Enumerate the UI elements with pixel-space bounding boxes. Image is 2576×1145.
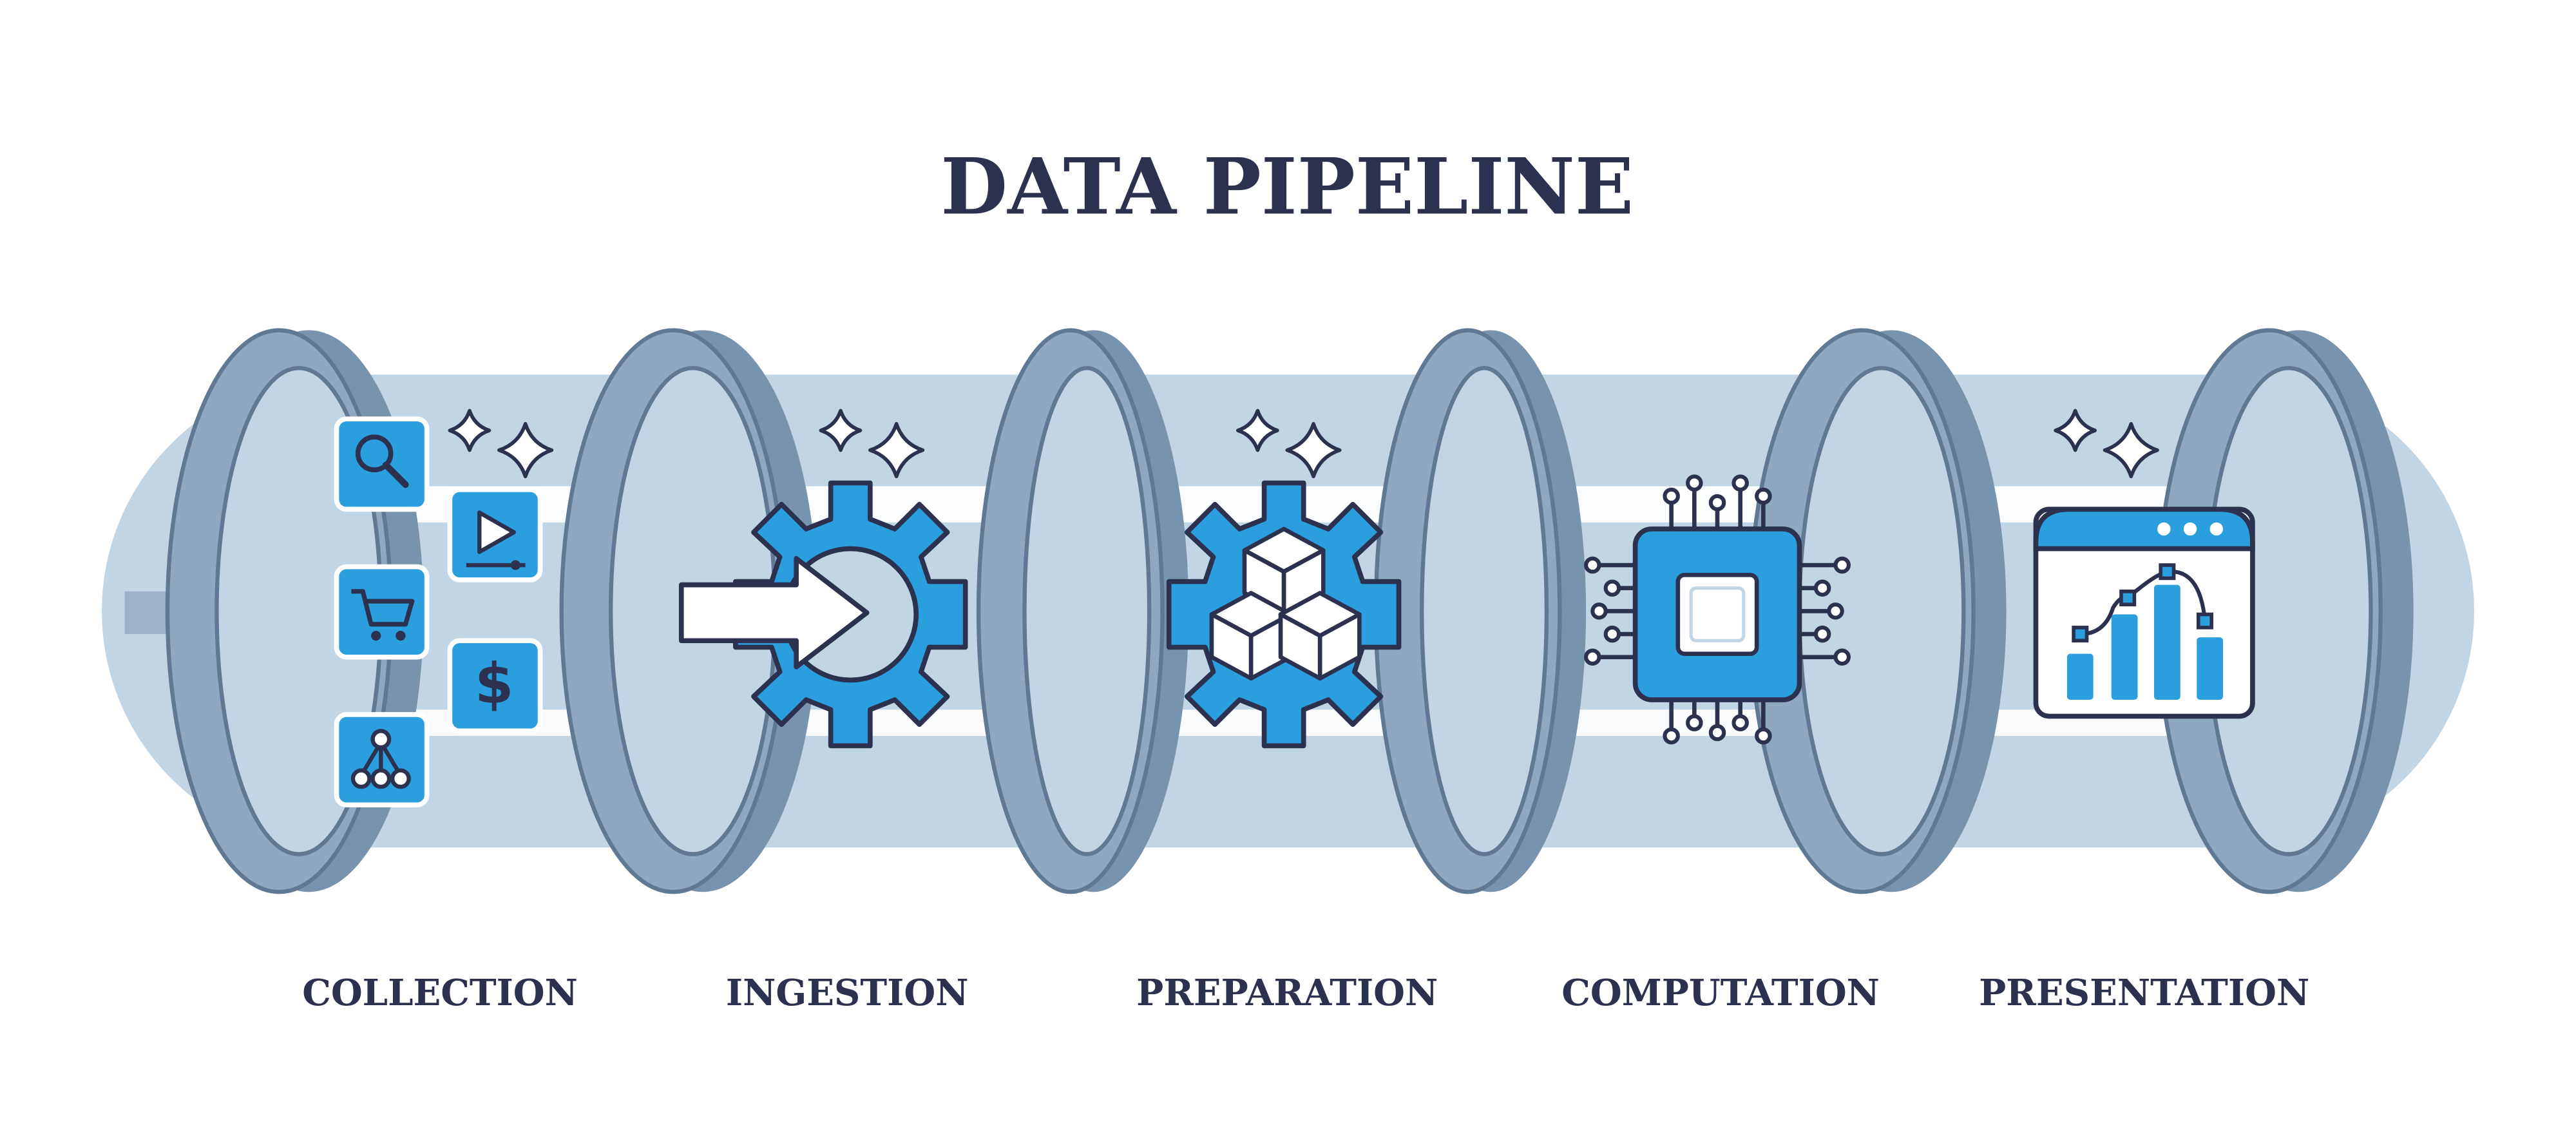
pipe-ring-5 bbox=[1748, 328, 2007, 894]
pipe-ring-6 bbox=[2155, 328, 2414, 894]
network-tile-icon bbox=[334, 712, 430, 807]
svg-text:$: $ bbox=[475, 652, 513, 717]
stage-label-collection: COLLECTION bbox=[302, 972, 578, 1014]
page-title: DATA PIPELINE bbox=[940, 142, 1634, 233]
collection-tiles-icon: $ bbox=[334, 416, 543, 807]
stage-label-preparation: PREPARATION bbox=[1136, 972, 1438, 1014]
stage-label-ingestion: INGESTION bbox=[726, 972, 969, 1014]
video-play-tile-icon bbox=[447, 486, 543, 582]
cpu-chip-icon bbox=[1584, 474, 1851, 745]
dollar-tile-icon: $ bbox=[447, 638, 543, 734]
search-tile-icon bbox=[334, 416, 430, 512]
chart-window-icon bbox=[2033, 506, 2255, 719]
pipe-ring-4 bbox=[1373, 328, 1587, 894]
gear-cubes-icon bbox=[1169, 483, 1399, 746]
pipe-ring-3 bbox=[976, 328, 1189, 894]
stage-label-presentation: PRESENTATION bbox=[1979, 972, 2309, 1014]
shopping-cart-tile-icon bbox=[334, 564, 430, 660]
stage-label-computation: COMPUTATION bbox=[1561, 972, 1880, 1014]
gear-arrow-icon bbox=[678, 483, 966, 746]
